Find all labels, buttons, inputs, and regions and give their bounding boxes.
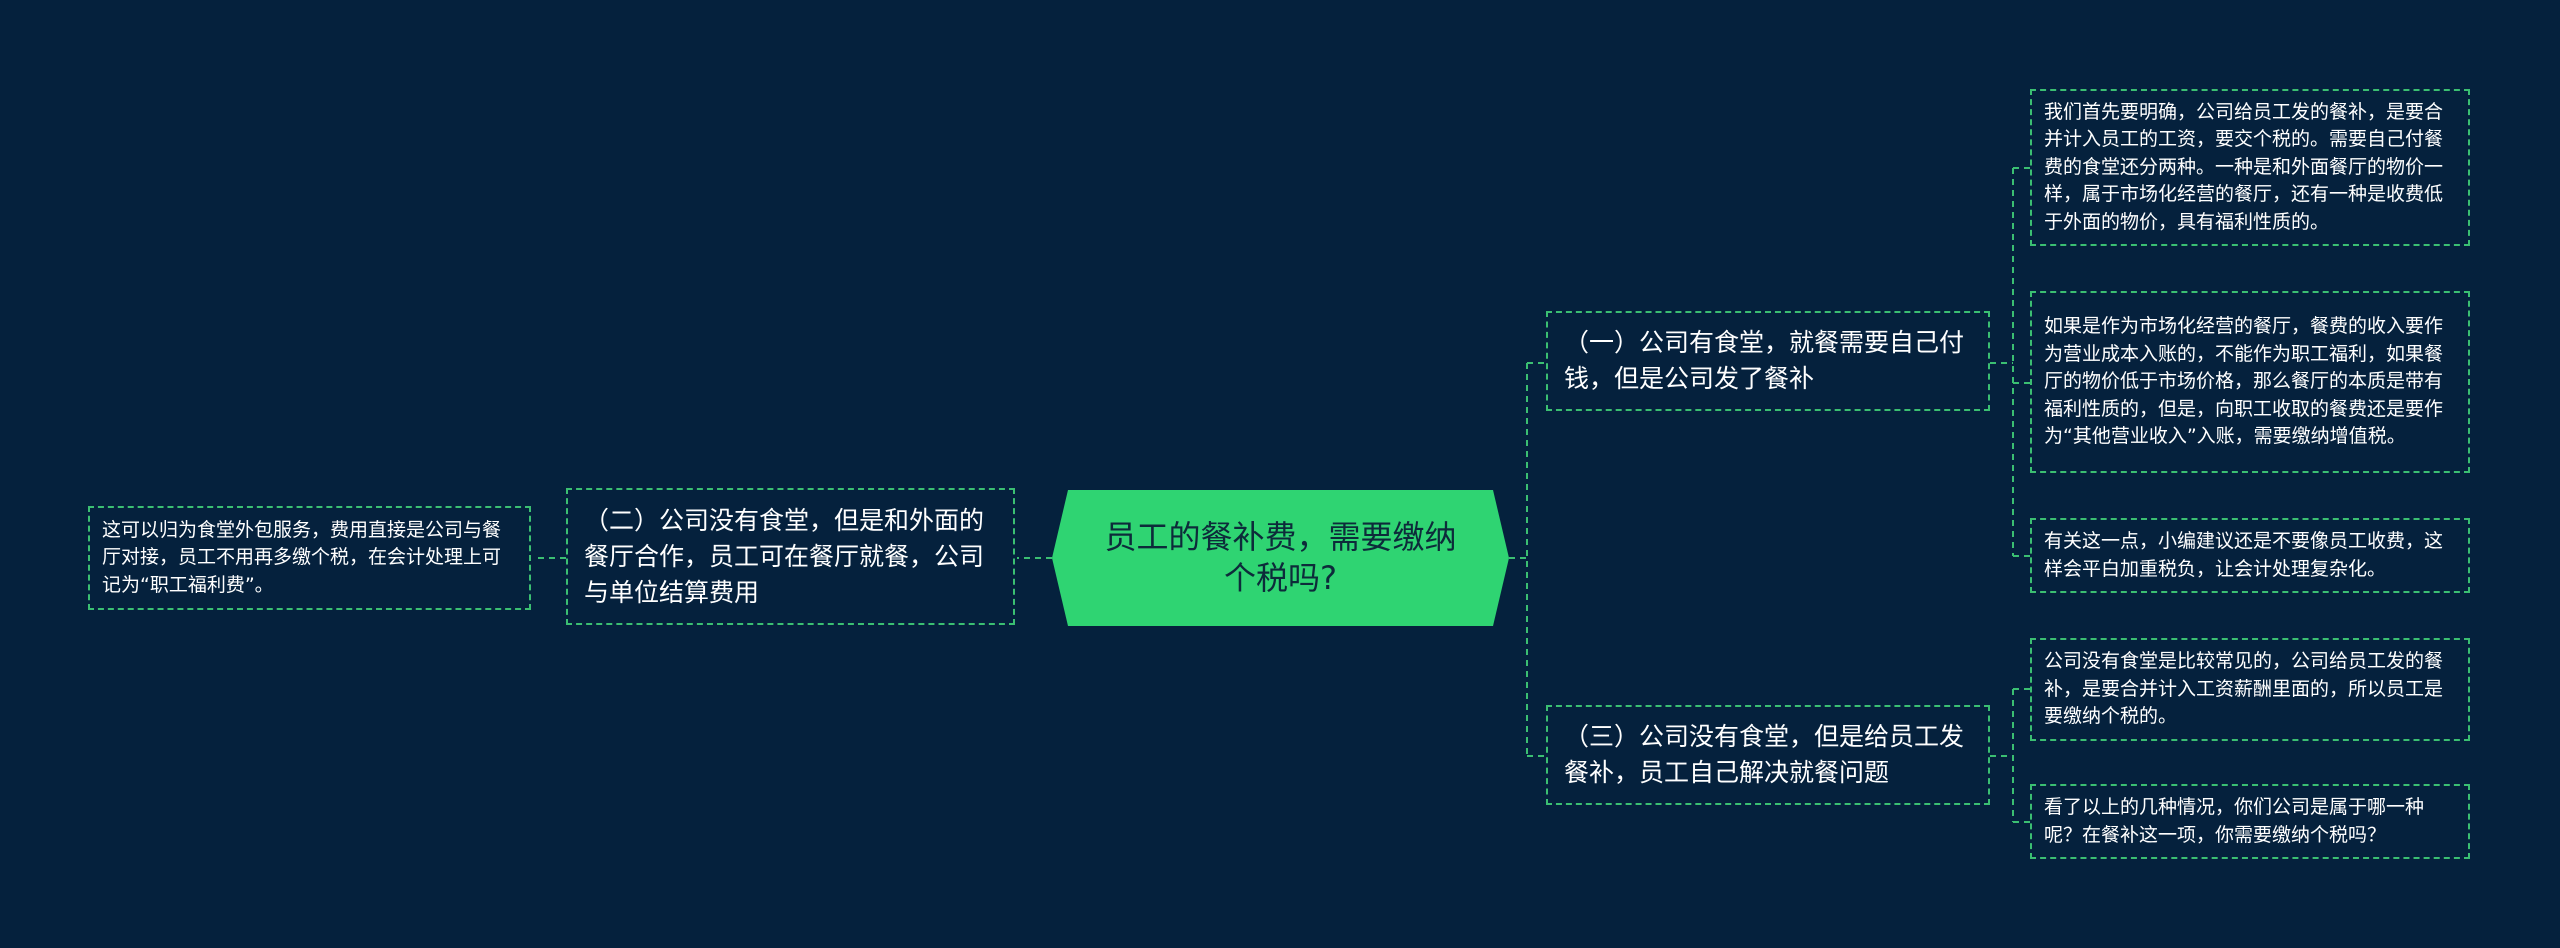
- root-hexagon-shape: [1052, 490, 1509, 626]
- branch-node-two[interactable]: （二）公司没有食堂，但是和外面的餐厅合作，员工可在餐厅就餐，公司与单位结算费用: [566, 488, 1015, 625]
- leaf-node-1b[interactable]: 如果是作为市场化经营的餐厅，餐费的收入要作为营业成本入账的，不能作为职工福利，如…: [2030, 291, 2470, 473]
- branch-three-label: （三）公司没有食堂，但是给员工发餐补，员工自己解决就餐问题: [1564, 722, 1965, 787]
- leaf-node-1a[interactable]: 我们首先要明确，公司给员工发的餐补，是要合并计入员工的工资，要交个税的。需要自己…: [2030, 89, 2470, 246]
- branch-one-label: （一）公司有食堂，就餐需要自己付钱，但是公司发了餐补: [1564, 328, 1965, 393]
- root-node-label: 员工的餐补费，需要缴纳个税吗?: [1104, 518, 1457, 597]
- leaf-2a-text: 这可以归为食堂外包服务，费用直接是公司与餐厅对接，员工不用再多缴个税，在会计处理…: [102, 518, 502, 596]
- branch-node-three[interactable]: （三）公司没有食堂，但是给员工发餐补，员工自己解决就餐问题: [1546, 705, 1990, 805]
- leaf-node-1c[interactable]: 有关这一点，小编建议还是不要像员工收费，这样会平白加重税负，让会计处理复杂化。: [2030, 518, 2470, 593]
- branch-node-one[interactable]: （一）公司有食堂，就餐需要自己付钱，但是公司发了餐补: [1546, 311, 1990, 411]
- root-node[interactable]: 员工的餐补费，需要缴纳个税吗?: [1052, 490, 1509, 626]
- leaf-1a-text: 我们首先要明确，公司给员工发的餐补，是要合并计入员工的工资，要交个税的。需要自己…: [2044, 100, 2444, 233]
- leaf-node-3b[interactable]: 看了以上的几种情况，你们公司是属于哪一种呢？在餐补这一项，你需要缴纳个税吗？: [2030, 784, 2470, 859]
- leaf-1c-text: 有关这一点，小编建议还是不要像员工收费，这样会平白加重税负，让会计处理复杂化。: [2044, 530, 2444, 580]
- leaf-3b-text: 看了以上的几种情况，你们公司是属于哪一种呢？在餐补这一项，你需要缴纳个税吗？: [2044, 796, 2425, 846]
- leaf-1b-text: 如果是作为市场化经营的餐厅，餐费的收入要作为营业成本入账的，不能作为职工福利，如…: [2044, 315, 2444, 448]
- leaf-node-2a[interactable]: 这可以归为食堂外包服务，费用直接是公司与餐厅对接，员工不用再多缴个税，在会计处理…: [88, 506, 531, 610]
- branch-two-label: （二）公司没有食堂，但是和外面的餐厅合作，员工可在餐厅就餐，公司与单位结算费用: [584, 505, 985, 607]
- leaf-3a-text: 公司没有食堂是比较常见的，公司给员工发的餐补，是要合并计入工资薪酬里面的，所以员…: [2044, 650, 2444, 728]
- leaf-node-3a[interactable]: 公司没有食堂是比较常见的，公司给员工发的餐补，是要合并计入工资薪酬里面的，所以员…: [2030, 638, 2470, 741]
